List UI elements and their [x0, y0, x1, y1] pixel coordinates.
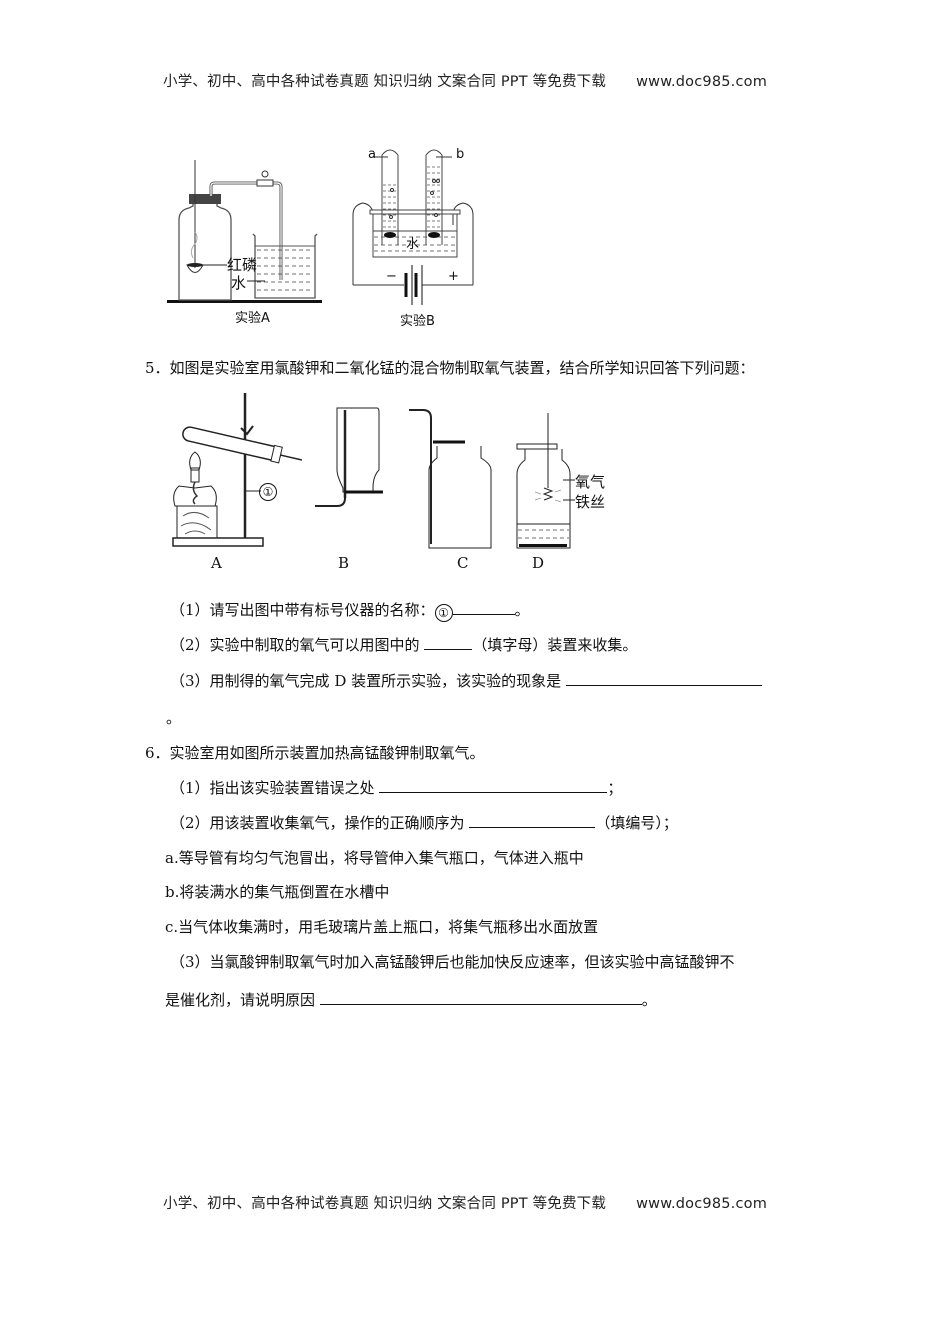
- label-apparatus-b: B: [338, 554, 350, 572]
- label-plus: +: [448, 269, 459, 284]
- page-header: 小学、初中、高中各种试卷真题 知识归纳 文案合同 PPT 等免费下载 www.do…: [163, 70, 767, 91]
- q6-sub3-line1: （3）当氯酸钾制取氧气时加入高锰酸钾后也能加快反应速率，但该实验中高锰酸钾不: [170, 953, 735, 971]
- figure-experiment-a: 红磷 水 实验A: [165, 150, 325, 330]
- q6-option-c: c.当气体收集满时，用毛玻璃片盖上瓶口，将集气瓶移出水面放置: [165, 918, 599, 936]
- q5-stem: 5．如图是实验室用氯酸钾和二氧化锰的混合物制取氧气装置，结合所学知识回答下列问题…: [145, 359, 755, 377]
- marker-circled-1: ①: [259, 483, 277, 501]
- footer-url: www.doc985.com: [636, 1196, 768, 1212]
- label-oxygen: 氧气: [575, 473, 606, 491]
- q5-sub1: （1）请写出图中带有标号仪器的名称：①。: [170, 600, 530, 622]
- answer-blank-q6-2[interactable]: [469, 813, 596, 828]
- q5-sub3: （3）用制得的氧气完成 D 装置所示实验，该实验的现象是: [170, 671, 762, 691]
- q5-sub2: （2）实验中制取的氧气可以用图中的 （填字母）装置来收集。: [170, 635, 638, 654]
- figure-q5-apparatus: ① 氧气 铁丝 A B C D: [165, 388, 625, 573]
- answer-blank-q5-1[interactable]: [452, 600, 515, 615]
- figure-experiment-b: a b 水 − + 实验B: [348, 145, 478, 330]
- label-water-a: 水: [231, 274, 247, 292]
- label-tube-a: a: [368, 147, 376, 162]
- answer-blank-q5-2[interactable]: [424, 635, 473, 650]
- label-minus: −: [386, 269, 397, 284]
- label-iron-wire: 铁丝: [575, 493, 606, 511]
- header-url: www.doc985.com: [636, 74, 768, 90]
- caption-experiment-b: 实验B: [400, 314, 435, 329]
- label-tube-b: b: [456, 147, 465, 162]
- answer-blank-q6-1[interactable]: [379, 778, 608, 793]
- q5-sub3-end: 。: [166, 709, 182, 727]
- marker-circled-1-inline: ①: [434, 604, 453, 622]
- header-text: 小学、初中、高中各种试卷真题 知识归纳 文案合同 PPT 等免费下载: [163, 74, 607, 90]
- q6-option-a: a.等导管有均匀气泡冒出，将导管伸入集气瓶口，气体进入瓶中: [165, 849, 584, 867]
- answer-blank-q5-3[interactable]: [565, 671, 762, 686]
- q6-sub2: （2）用该装置收集氧气，操作的正确顺序为 （填编号）；: [170, 813, 678, 832]
- q6-sub1: （1）指出该实验装置错误之处 ；: [170, 778, 623, 797]
- label-apparatus-a: A: [211, 554, 222, 572]
- q6-stem: 6．实验室用如图所示装置加热高锰酸钾制取氧气。: [145, 744, 485, 762]
- label-red-phosphorus: 红磷: [227, 256, 258, 274]
- label-water-b: 水: [406, 237, 420, 252]
- label-apparatus-d: D: [532, 554, 545, 572]
- page-footer: 小学、初中、高中各种试卷真题 知识归纳 文案合同 PPT 等免费下载 www.do…: [163, 1192, 767, 1213]
- caption-experiment-a: 实验A: [235, 311, 270, 326]
- q6-option-b: b.将装满水的集气瓶倒置在水槽中: [165, 883, 390, 901]
- label-apparatus-c: C: [457, 554, 469, 572]
- footer-text: 小学、初中、高中各种试卷真题 知识归纳 文案合同 PPT 等免费下载: [163, 1196, 607, 1212]
- q6-sub3-line2: 是催化剂，请说明原因 。: [165, 990, 657, 1009]
- answer-blank-q6-3[interactable]: [319, 990, 642, 1005]
